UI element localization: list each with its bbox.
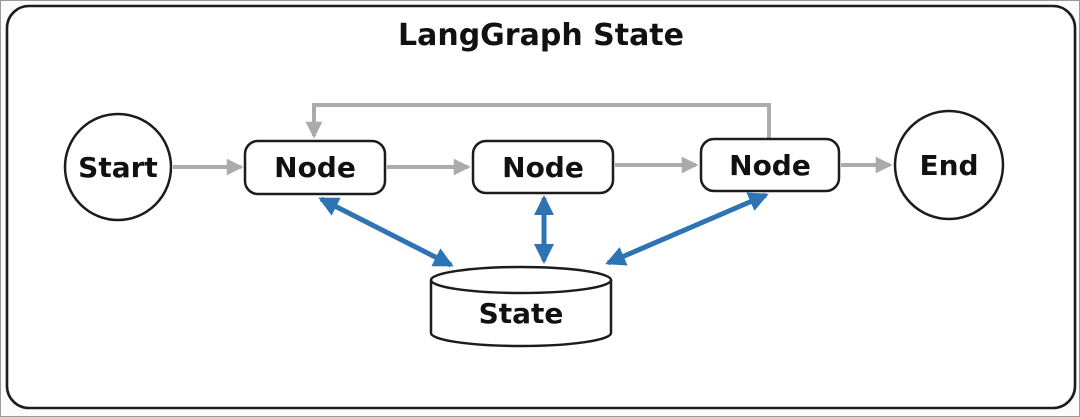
state-cylinder-top (429, 265, 613, 295)
diagram-title: LangGraph State (398, 18, 684, 53)
end-circle (893, 109, 1005, 221)
feedback-loop-arrow-node3-to-node1 (305, 103, 771, 140)
end-label: End (919, 149, 978, 182)
state-arrow-node1 (318, 196, 454, 268)
state-arrow-node3 (605, 192, 769, 266)
node-box-1 (243, 139, 387, 196)
node-box-3 (699, 137, 841, 193)
node-2-label: Node (502, 151, 584, 184)
start-label: Start (78, 151, 158, 184)
node-box-2 (471, 139, 615, 195)
state-label: State (479, 297, 564, 330)
state-cylinder-body (429, 280, 613, 348)
node-1-label: Node (274, 151, 356, 184)
node-3-label: Node (729, 149, 811, 182)
start-circle (63, 112, 173, 222)
